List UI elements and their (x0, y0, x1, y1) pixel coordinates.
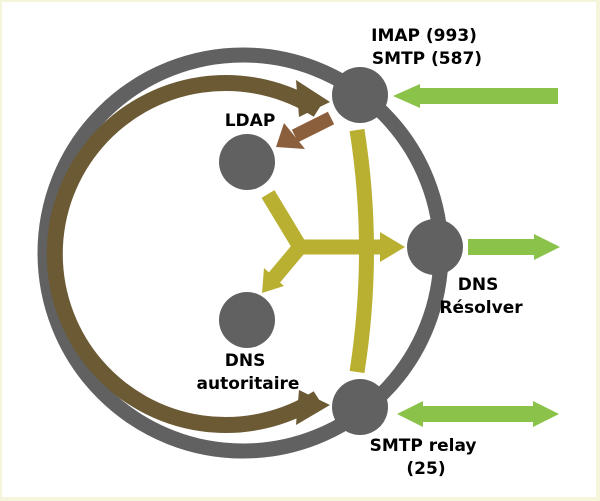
loop-arc (46, 75, 323, 433)
node-ldap[interactable] (219, 134, 275, 190)
loop-arrowhead-bottom (296, 390, 330, 425)
label-dns-authoritative-line-1: DNS (225, 351, 266, 371)
node-smtp-relay[interactable] (332, 379, 388, 435)
label-imap-line-1: IMAP (993) (371, 26, 477, 46)
branch-to-ldap-side (261, 190, 307, 251)
label-dns-authoritative-line-2: autoritaire (197, 374, 300, 394)
outbound-dns-arrow (468, 234, 560, 260)
bidirectional-smtp-arrow (397, 401, 559, 427)
label-smtp-relay-line-1: SMTP relay (370, 436, 477, 456)
label-dns-resolver-line-2: Résolver (439, 298, 523, 318)
label-imap-line-2: SMTP (587) (372, 49, 482, 69)
label-dns-resolver-line-1: DNS (458, 275, 499, 295)
dns-resolver-arrowhead (380, 232, 405, 262)
label-imap: IMAP (993) SMTP (587) (371, 26, 483, 69)
inbound-imap-arrow (393, 84, 558, 108)
label-ldap: LDAP (225, 111, 276, 131)
label-ldap-line-1: LDAP (225, 111, 276, 131)
ldap-arrow (276, 111, 335, 149)
node-imap[interactable] (332, 67, 388, 123)
label-smtp-relay-line-2: (25) (406, 459, 445, 479)
label-dns-authoritative: DNS autoritaire (197, 351, 300, 394)
branch-to-dns-authoritative (268, 242, 306, 283)
node-dns-resolver[interactable] (407, 219, 463, 275)
loop-arrowhead-top (296, 80, 330, 117)
dns-query-arrows (261, 128, 385, 374)
node-dns-authoritative[interactable] (219, 292, 275, 348)
label-dns-resolver: DNS Résolver (439, 275, 523, 318)
label-smtp-relay: SMTP relay (25) (370, 436, 483, 479)
dns-authoritative-arrowhead (262, 268, 284, 293)
